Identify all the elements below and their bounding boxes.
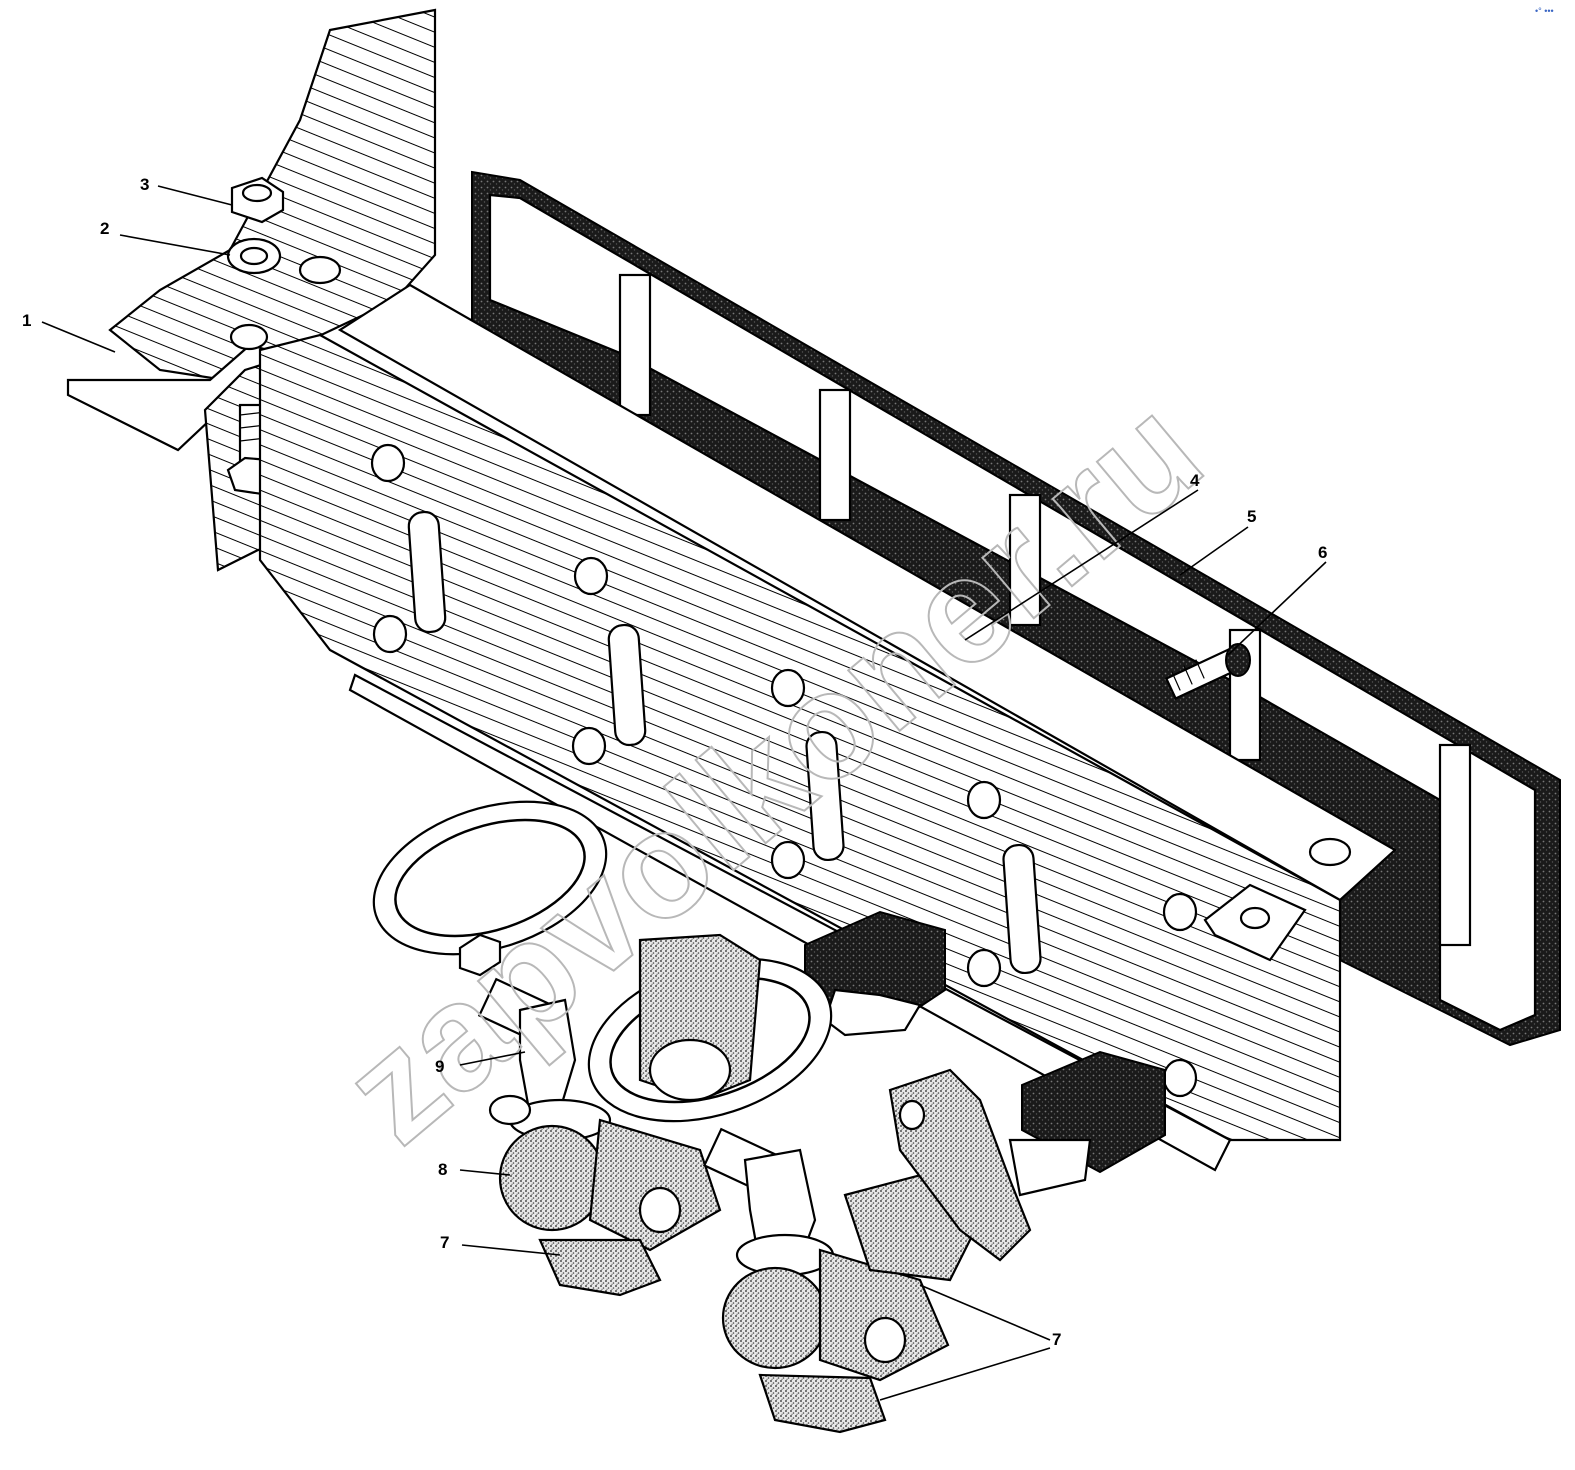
callout-5: 5 xyxy=(1179,507,1256,576)
corner-mark: •° ••• xyxy=(1535,6,1554,16)
rubber-blocks xyxy=(804,910,1166,1197)
callout-label-4: 4 xyxy=(1190,471,1200,490)
callout-3: 3 xyxy=(140,175,233,206)
callout-4: 4 xyxy=(964,471,1200,641)
callout-label-6: 6 xyxy=(1318,543,1327,562)
callout-label-8: 8 xyxy=(438,1160,447,1179)
callout-9: 9 xyxy=(435,1051,526,1076)
callout-label-7-left: 7 xyxy=(440,1233,449,1252)
callout-label-9: 9 xyxy=(435,1057,444,1076)
crossmember-4 xyxy=(258,283,1397,1172)
coupling-head-right xyxy=(587,933,1032,1434)
hex-nut-3 xyxy=(230,176,285,224)
callout-1: 1 xyxy=(22,311,116,353)
callout-7-right: 7 xyxy=(879,1284,1061,1401)
callout-label-5: 5 xyxy=(1247,507,1256,526)
coupling-head-left xyxy=(372,800,722,1297)
callout-8: 8 xyxy=(438,1160,511,1179)
callout-label-2: 2 xyxy=(100,219,109,238)
callout-label-1: 1 xyxy=(22,311,31,330)
callout-6: 6 xyxy=(1227,543,1327,656)
callout-2: 2 xyxy=(100,219,231,256)
callout-label-7-right: 7 xyxy=(1052,1330,1061,1349)
callout-label-3: 3 xyxy=(140,175,149,194)
callout-7-left: 7 xyxy=(440,1233,561,1256)
lock-washer-2 xyxy=(226,237,282,275)
mounting-holes xyxy=(229,255,342,351)
